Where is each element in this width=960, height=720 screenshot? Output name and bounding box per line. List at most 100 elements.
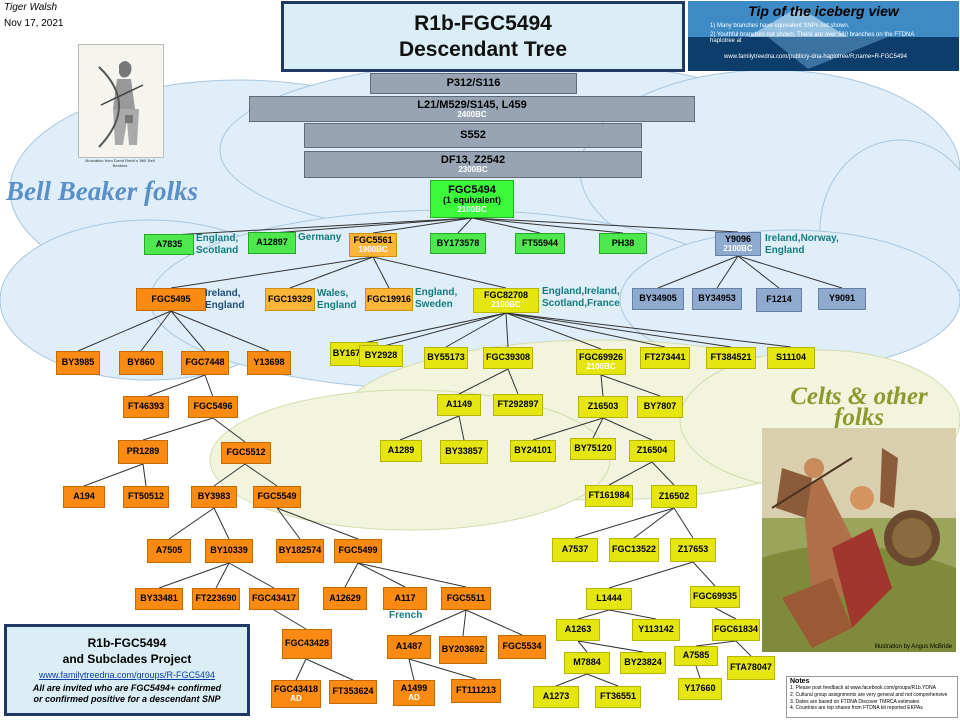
node-label: FGC7448 bbox=[185, 357, 225, 368]
node-label: Y17660 bbox=[684, 683, 716, 694]
node-label: BY10339 bbox=[210, 545, 248, 556]
node-fgc5496: FGC5496 bbox=[188, 396, 238, 418]
node-label: S552 bbox=[460, 129, 486, 142]
node-label: BY75120 bbox=[574, 443, 612, 454]
geo-fgc82708: England,Ireland, Scotland,France bbox=[542, 286, 620, 309]
node-y13698: Y13698 bbox=[247, 351, 291, 375]
node-z16504: Z16504 bbox=[629, 440, 675, 462]
node-by10339: BY10339 bbox=[205, 539, 253, 563]
node-p312: P312/S116 bbox=[370, 73, 577, 94]
node-by33481: BY33481 bbox=[135, 588, 183, 610]
node-label: Z16502 bbox=[658, 490, 690, 501]
project-invite-1: All are invited who are FGC5494+ confirm… bbox=[32, 683, 222, 693]
node-label: FT292897 bbox=[497, 399, 539, 410]
node-a12897: A12897 bbox=[248, 232, 296, 254]
node-a1289: A1289 bbox=[380, 440, 422, 462]
node-label: FT273441 bbox=[644, 352, 686, 363]
node-ft55944: FT55944 bbox=[515, 233, 565, 254]
node-by3985: BY3985 bbox=[56, 351, 100, 375]
node-ft161984: FT161984 bbox=[585, 485, 633, 507]
node-label: F1214 bbox=[766, 294, 792, 305]
node-a7505: A7505 bbox=[147, 539, 191, 563]
node-date: 2400BC bbox=[457, 109, 487, 119]
node-ft111213: FT111213 bbox=[451, 679, 501, 703]
node-label: A12897 bbox=[256, 237, 288, 248]
node-label: Y13698 bbox=[253, 357, 285, 368]
node-a1149: A1149 bbox=[437, 394, 481, 416]
note-3: 3. Dates are based on FTDNA Discover TMR… bbox=[790, 698, 920, 705]
node-by860: BY860 bbox=[119, 351, 163, 375]
geo-a12897: Germany bbox=[298, 232, 342, 243]
note-2: 2. Cultural group assignments are very g… bbox=[790, 691, 948, 698]
tip-line-2: 2) Youthful branches not shown. There ar… bbox=[710, 32, 915, 44]
node-label: L1444 bbox=[596, 593, 622, 604]
node-label: DF13, Z2542 bbox=[440, 154, 506, 167]
node-date: 2100BC bbox=[586, 361, 616, 371]
node-label: PR1289 bbox=[126, 446, 160, 457]
node-a117: A117 bbox=[383, 587, 427, 610]
node-label: BY203692 bbox=[441, 644, 485, 655]
node-label: FT46393 bbox=[127, 401, 165, 412]
node-fgc19329: FGC19329 bbox=[265, 288, 315, 311]
archer-illustration bbox=[78, 44, 164, 158]
node-label: FGC69926 bbox=[578, 351, 624, 362]
node-label: BY2928 bbox=[364, 350, 398, 361]
node-label: FGC43418 bbox=[273, 683, 319, 694]
node-fgc39308: FGC39308 bbox=[483, 347, 533, 369]
node-label: BY55173 bbox=[427, 352, 465, 363]
node-fgc5499: FGC5499 bbox=[334, 539, 382, 563]
node-by2928: BY2928 bbox=[359, 345, 403, 367]
node-equiv: (1 equivalent) bbox=[442, 194, 501, 205]
project-invite-2: or confirmed positive for a descendant S… bbox=[33, 694, 221, 704]
node-label: A7537 bbox=[561, 544, 589, 555]
node-label: A1149 bbox=[445, 399, 473, 410]
node-fta78047: FTA78047 bbox=[727, 656, 775, 680]
notes-heading: Notes bbox=[790, 678, 810, 685]
node-label: FT50512 bbox=[127, 491, 165, 502]
node-label: BY34905 bbox=[639, 293, 677, 304]
node-label: FGC5511 bbox=[446, 592, 486, 603]
node-ft50512: FT50512 bbox=[123, 486, 169, 508]
node-label: FGC5495 bbox=[151, 293, 191, 304]
title-line-1: R1b-FGC5494 bbox=[414, 11, 552, 35]
node-z17653: Z17653 bbox=[670, 538, 716, 562]
node-label: FGC5494 bbox=[448, 183, 496, 196]
node-label: BY167148 bbox=[332, 348, 376, 359]
note-1: 1. Please post feedback at www.facebook.… bbox=[790, 685, 936, 691]
project-link[interactable]: www.familytreedna.com/groups/R-FGC5494 bbox=[38, 670, 216, 680]
node-pr1289: PR1289 bbox=[118, 440, 168, 464]
node-by3983: BY3983 bbox=[191, 486, 237, 508]
node-label: FGC19329 bbox=[267, 293, 313, 304]
node-a7585: A7585 bbox=[674, 646, 718, 666]
node-z16502: Z16502 bbox=[651, 485, 697, 508]
node-by34905: BY34905 bbox=[632, 288, 684, 310]
node-label: Z17653 bbox=[677, 544, 709, 555]
project-box: R1b-FGC5494 and Subclades Project www.fa… bbox=[4, 624, 250, 716]
node-date: 2100BC bbox=[457, 204, 487, 214]
node-fgc69935: FGC69935 bbox=[690, 586, 740, 608]
geo-fgc5495: Ireland, England bbox=[205, 288, 245, 311]
celts-label: Celts & other folks bbox=[790, 383, 928, 432]
node-a7835: A7835 bbox=[144, 234, 194, 255]
node-label: FT384521 bbox=[710, 352, 752, 363]
geo-a117: French bbox=[389, 610, 423, 621]
node-a12629: A12629 bbox=[323, 587, 367, 610]
node-ft46393: FT46393 bbox=[123, 396, 169, 418]
node-label: FT161984 bbox=[588, 490, 630, 501]
node-ft223690: FT223690 bbox=[192, 588, 240, 610]
node-by173578: BY173578 bbox=[430, 233, 486, 254]
node-label: FGC69935 bbox=[692, 591, 738, 602]
node-label: BY34953 bbox=[698, 293, 736, 304]
notes-box: Notes 1. Please post feedback at www.fac… bbox=[786, 676, 958, 718]
node-fgc5511: FGC5511 bbox=[441, 587, 491, 610]
node-label: FGC5534 bbox=[502, 641, 542, 652]
node-fgc5495: FGC5495 bbox=[136, 288, 206, 311]
node-date: 1900BC bbox=[358, 244, 388, 254]
node-fgc7448: FGC7448 bbox=[181, 351, 229, 375]
node-by55173: BY55173 bbox=[424, 347, 468, 369]
node-a1263: A1263 bbox=[556, 619, 600, 641]
